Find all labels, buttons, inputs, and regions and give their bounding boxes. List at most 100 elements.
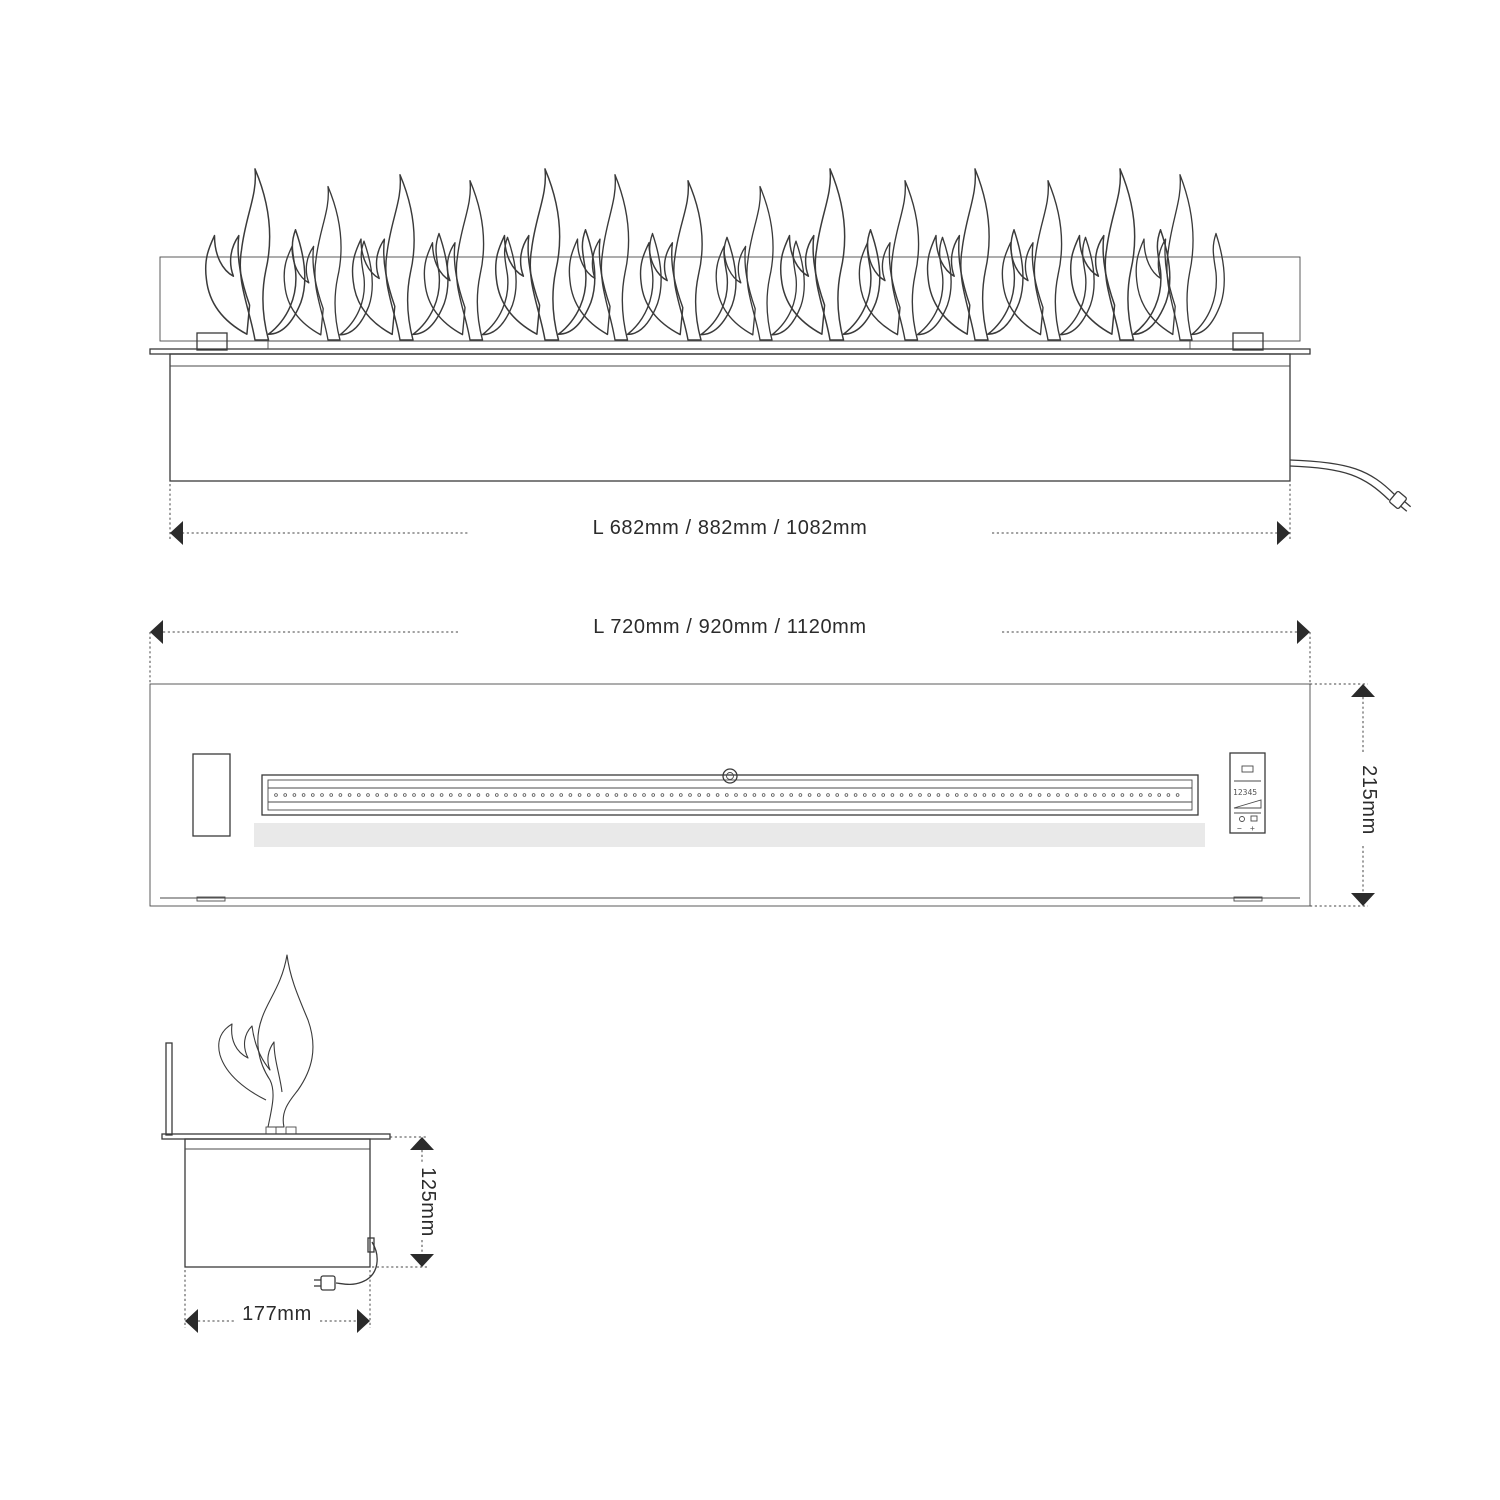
nozzle-dot: [559, 793, 563, 797]
nozzle-dot: [945, 793, 950, 797]
nozzle-dot: [1129, 793, 1134, 797]
nozzle-dot: [605, 793, 609, 797]
top-depth-label: 215mm: [1358, 765, 1380, 835]
nozzle-dot: [1120, 793, 1125, 797]
nozzle-dot: [651, 793, 655, 797]
nozzle-dot: [412, 793, 416, 797]
nozzle-dot: [329, 793, 334, 797]
nozzle-dot: [780, 793, 784, 797]
nozzle-dot: [890, 793, 895, 797]
power-cable: [1289, 459, 1396, 496]
nozzle-dot: [274, 793, 278, 797]
nozzle-dot: [1175, 793, 1180, 797]
nozzle-dot: [1047, 793, 1051, 797]
nozzle-dot: [678, 793, 683, 797]
nozzle-dot: [642, 793, 646, 797]
nozzle-dot: [1037, 793, 1042, 797]
panel-mode-icon: [1250, 815, 1258, 822]
nozzle-dot: [283, 793, 288, 797]
nozzle-dot: [899, 793, 904, 797]
nozzle-dot: [421, 793, 426, 797]
nozzle-dot: [439, 793, 444, 797]
top-view: L 720mm / 920mm / 1120mm 12345 −: [149, 616, 1380, 907]
nozzle-dot: [614, 793, 619, 797]
nozzle-dot: [954, 793, 959, 797]
top-plate: [149, 348, 1311, 355]
nozzle-dot: [448, 793, 453, 797]
nozzle-dot: [761, 793, 766, 797]
nozzle-dot: [375, 793, 380, 797]
nozzle-dot: [835, 793, 839, 797]
panel-plus-label: +: [1250, 824, 1255, 833]
flame-row: [204, 168, 1226, 341]
nozzle-dot: [973, 793, 977, 797]
nozzle-dot: [310, 793, 315, 797]
top-plate-outline: [149, 683, 1311, 907]
panel-display: 12345: [1233, 788, 1257, 797]
nozzle-dot: [522, 793, 527, 797]
side-flame: [218, 954, 314, 1128]
nozzle-dot: [596, 793, 600, 797]
nozzle-dot: [494, 793, 499, 797]
nozzle-dot: [908, 793, 913, 797]
nozzle-dot: [752, 793, 757, 797]
nozzle-dot: [991, 793, 996, 797]
side-view: 125mm 177mm: [161, 954, 439, 1333]
nozzle-dot: [586, 793, 591, 797]
nozzle-dot: [715, 793, 720, 797]
nozzle-dot: [1074, 793, 1079, 797]
nozzle-dot: [918, 793, 922, 797]
nozzle-dot: [816, 793, 821, 797]
panel-minus-label: −: [1237, 824, 1242, 833]
nozzle-dot: [540, 793, 545, 797]
nozzle-dot: [430, 793, 435, 797]
nozzle-dot: [513, 793, 517, 797]
front-length-label: L 682mm / 882mm / 1082mm: [593, 517, 868, 539]
panel-power-icon: [1239, 816, 1245, 822]
nozzle-dot: [623, 793, 628, 797]
nozzle-dot: [669, 793, 674, 797]
panel-indicator: [1241, 765, 1254, 773]
nozzle-dot: [402, 793, 407, 797]
nozzle-dot: [476, 793, 481, 797]
nozzle-dot: [1083, 793, 1088, 797]
nozzle-dot: [1000, 793, 1005, 797]
nozzle-dot: [467, 793, 472, 797]
nozzle-dot: [338, 793, 343, 797]
side-power-plug-icon: [314, 1275, 336, 1291]
nozzle-dots: [274, 793, 1180, 797]
nozzle-dot: [798, 793, 803, 797]
nozzle-dot: [347, 793, 352, 797]
power-plug-icon: [1389, 490, 1412, 512]
nozzle-dot: [366, 793, 370, 797]
nozzle-dot: [632, 793, 637, 797]
nozzle-dot: [807, 793, 812, 797]
nozzle-dot: [1166, 793, 1171, 797]
front-view: L 682mm / 882mm / 1082mm: [149, 168, 1412, 545]
nozzle-dot: [1065, 793, 1069, 797]
side-width-label: 177mm: [242, 1303, 312, 1325]
nozzle-dot: [881, 793, 885, 797]
side-power-cable: [335, 1241, 378, 1286]
nozzle-dot: [743, 793, 747, 797]
nozzle-dot: [320, 793, 324, 797]
nozzle-dot: [872, 793, 876, 797]
nozzle-dot: [292, 793, 297, 797]
nozzle-dot: [568, 793, 573, 797]
nozzle-dot: [936, 793, 941, 797]
nozzle-dot: [1093, 793, 1097, 797]
nozzle-dot: [1102, 793, 1106, 797]
nozzle-dot: [301, 793, 306, 797]
nozzle-dot: [550, 793, 554, 797]
nozzle-dot: [485, 793, 490, 797]
nozzle-dot: [660, 793, 665, 797]
nozzle-dot: [1028, 793, 1033, 797]
nozzle-dot: [862, 793, 867, 797]
nozzle-dot: [1157, 793, 1161, 797]
side-top-plate: [161, 1133, 391, 1140]
glass-panel: [159, 256, 1301, 342]
nozzle-dot: [927, 793, 931, 797]
nozzle-dot: [1111, 793, 1115, 797]
nozzle-dot: [531, 793, 536, 797]
body-box: [169, 353, 1291, 482]
